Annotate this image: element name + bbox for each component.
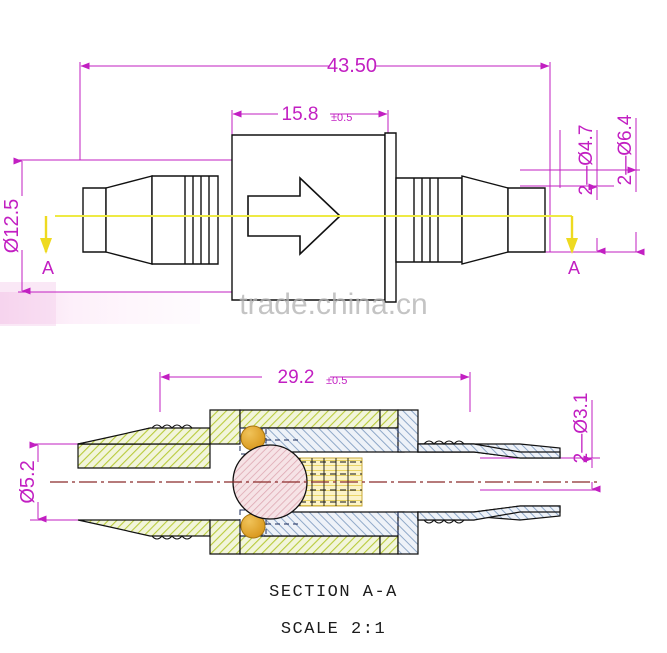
section-cut-marker-right bbox=[566, 216, 578, 254]
dim-seat-bore-diameter: 2—Ø3.1 bbox=[571, 393, 592, 464]
dim-body-length: 15.8 bbox=[282, 104, 319, 125]
section-right-body bbox=[261, 409, 561, 555]
dim-barb-minor-dia: 2—Ø4.7 bbox=[576, 125, 597, 196]
dim-body-diameter: Ø12.5 bbox=[1, 199, 23, 253]
dim-overall-length: 43.50 bbox=[327, 55, 377, 77]
dim-body-length-tolerance: ±0.5 bbox=[331, 112, 352, 124]
top-view-dimension-lines bbox=[13, 62, 645, 295]
pink-smudge-artifact bbox=[0, 282, 200, 326]
section-view-group: 29.2 ±0.5 Ø5.2 2—Ø3.1 bbox=[17, 367, 601, 555]
dim-barb-major-dia: 2—Ø6.4 bbox=[615, 114, 636, 185]
section-view-dimension-text: 29.2 ±0.5 Ø5.2 2—Ø3.1 bbox=[17, 367, 592, 504]
dim-section-length-tolerance: ±0.5 bbox=[326, 375, 347, 387]
section-cut-marker-left bbox=[40, 216, 52, 254]
top-view-part-outline bbox=[82, 132, 546, 303]
top-view-dimension-text: 43.50 15.8 ±0.5 Ø12.5 2—Ø4.7 2—Ø6.4 A A bbox=[1, 55, 636, 278]
section-marker-right-label: A bbox=[568, 258, 580, 278]
dim-bore-diameter: Ø5.2 bbox=[17, 460, 39, 503]
scale-caption: SCALE 2:1 bbox=[280, 620, 387, 639]
section-marker-left-label: A bbox=[42, 258, 54, 278]
section-caption: SECTION A-A bbox=[269, 583, 398, 602]
top-view-group: 43.50 15.8 ±0.5 Ø12.5 2—Ø4.7 2—Ø6.4 A A bbox=[1, 55, 645, 303]
dim-section-length: 29.2 bbox=[278, 367, 315, 388]
section-left-body bbox=[77, 409, 399, 555]
